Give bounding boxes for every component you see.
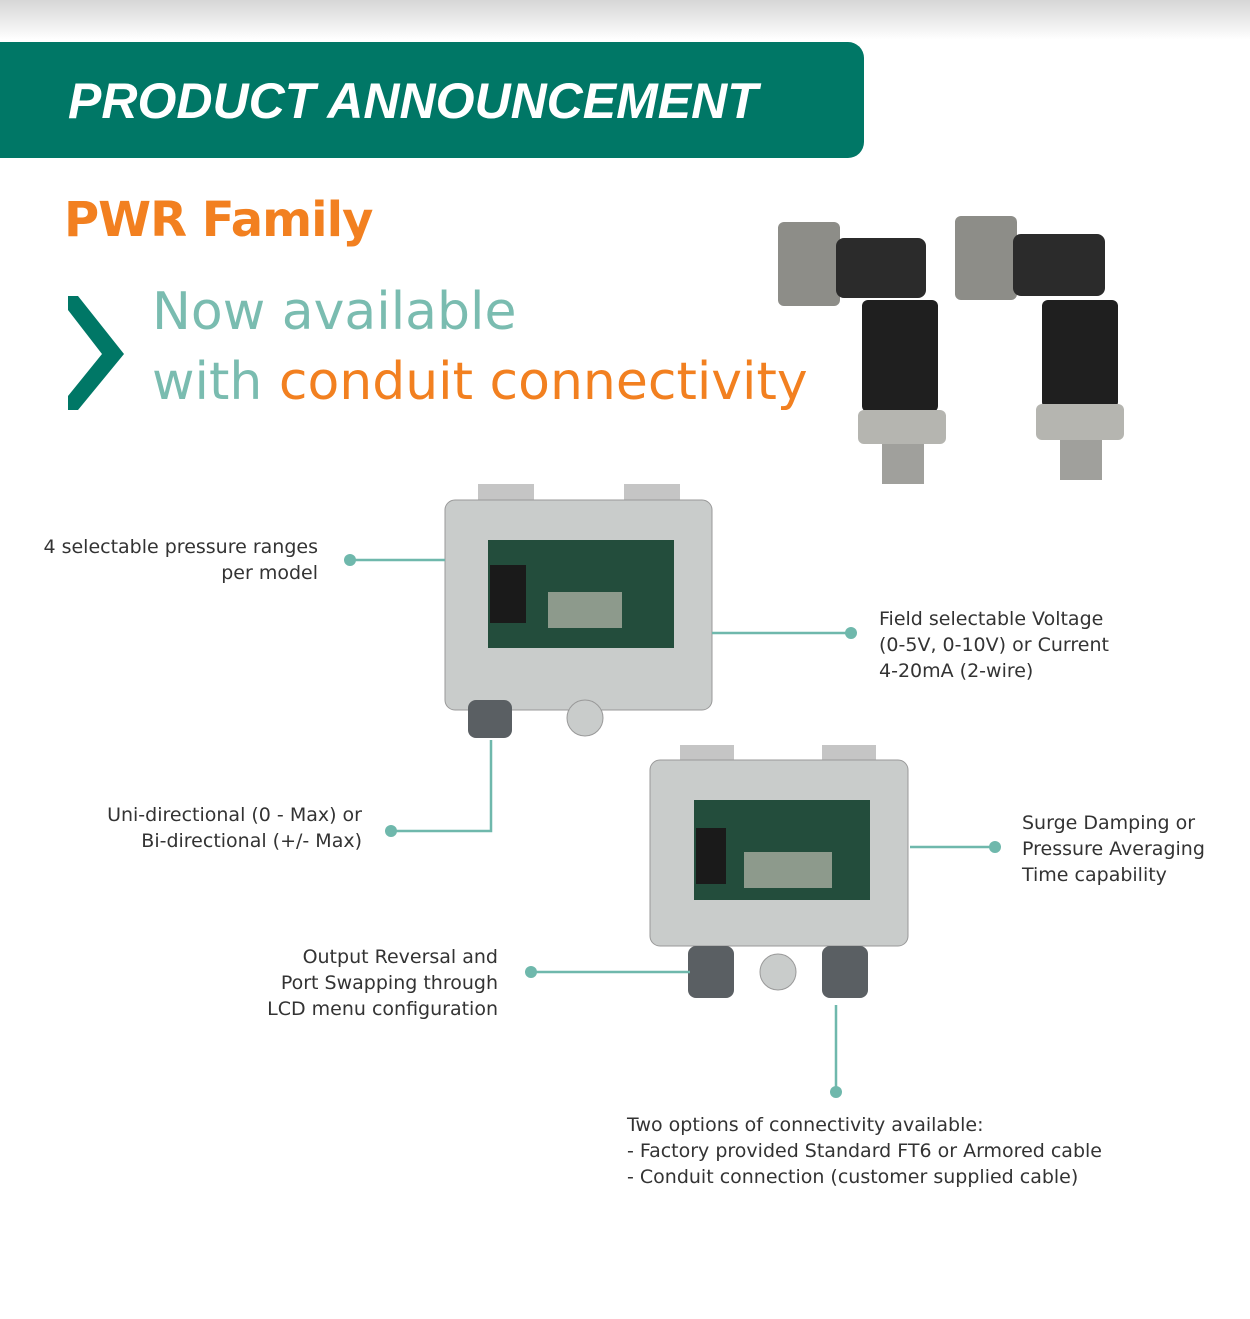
leader-dot (525, 966, 537, 978)
feature-output: Field selectable Voltage (0-5V, 0-10V) o… (879, 606, 1109, 684)
leader-dot (845, 627, 857, 639)
pressure-sensor-image (778, 222, 946, 484)
tagline-line-1: Now available (152, 282, 517, 342)
top-fade (0, 0, 1250, 40)
tagline-highlight: conduit connectivity (278, 352, 808, 412)
product-family: PWR Family (64, 192, 373, 248)
feature-line: - Factory provided Standard FT6 or Armor… (627, 1140, 1102, 1162)
leader-dot (989, 841, 1001, 853)
feature-line: Uni-directional (0 - Max) or (107, 804, 362, 826)
feature-reversal: Output Reversal and Port Swapping throug… (267, 944, 498, 1022)
feature-line: Field selectable Voltage (879, 608, 1104, 630)
page-title: PRODUCT ANNOUNCEMENT (68, 73, 758, 129)
feature-line: Two options of connectivity available: (627, 1114, 984, 1136)
tagline-line-2: with conduit connectivity (152, 352, 808, 412)
feature-line: Port Swapping through (280, 972, 498, 994)
feature-line: Surge Damping or (1022, 812, 1196, 834)
feature-line: Time capability (1022, 864, 1167, 886)
feature-direction: Uni-directional (0 - Max) or Bi-directio… (107, 802, 362, 854)
leader-dot (830, 1086, 842, 1098)
feature-line: - Conduit connection (customer supplied … (627, 1166, 1079, 1188)
transmitter-enclosure-image (444, 484, 713, 738)
feature-connectivity: Two options of connectivity available: -… (627, 1112, 1102, 1190)
transmitter-enclosure-image (649, 745, 909, 998)
feature-pressure-ranges: 4 selectable pressure ranges per model (43, 534, 318, 586)
feature-line: 4 selectable pressure ranges (43, 536, 318, 558)
leader-dot (385, 825, 397, 837)
feature-line: LCD menu configuration (267, 998, 498, 1020)
tagline-with: with (152, 352, 263, 412)
feature-line: Bi-directional (+/- Max) (141, 830, 362, 852)
feature-line: Output Reversal and (302, 946, 498, 968)
pressure-sensor-image (955, 216, 1124, 480)
feature-line: per model (221, 562, 318, 584)
chevron-right-icon (68, 296, 124, 410)
feature-damping: Surge Damping or Pressure Averaging Time… (1022, 810, 1205, 888)
feature-line: Pressure Averaging (1022, 838, 1205, 860)
header-banner (0, 42, 864, 158)
leader-line (391, 740, 493, 833)
feature-line: 4-20mA (2-wire) (879, 660, 1034, 682)
leader-dot (344, 554, 356, 566)
feature-line: (0-5V, 0-10V) or Current (879, 634, 1109, 656)
